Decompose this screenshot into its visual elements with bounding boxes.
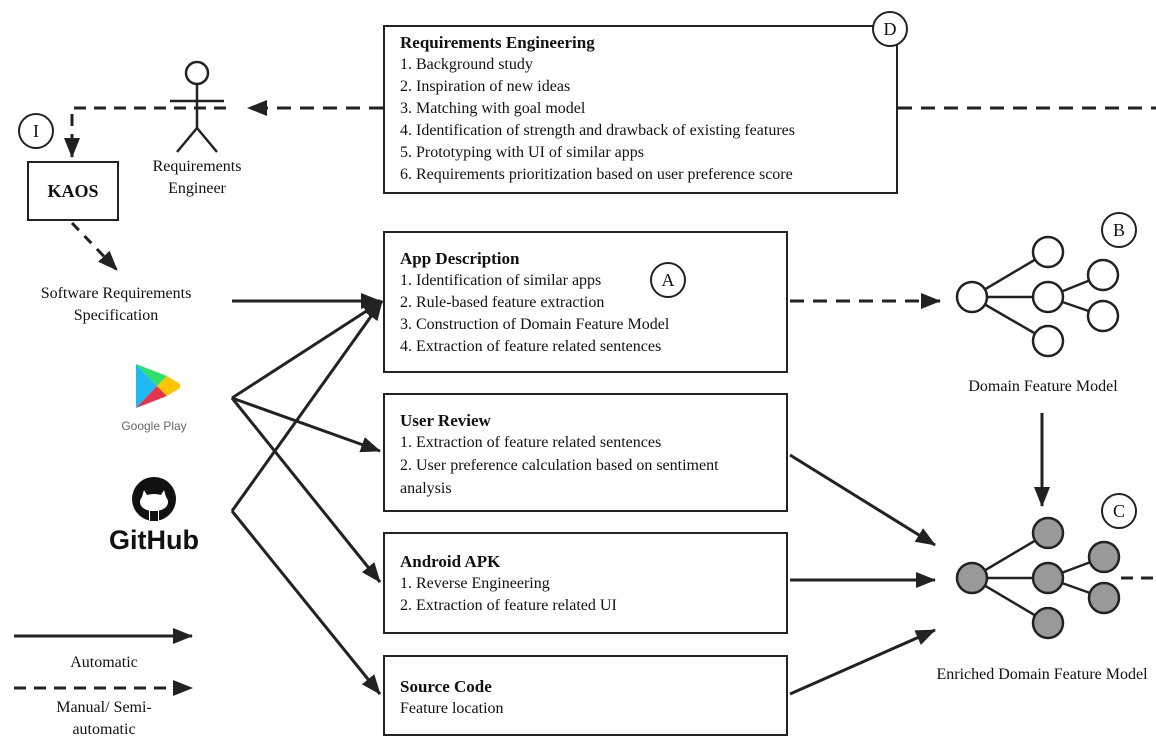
app-description-panel: App Description 1. Identification of sim… — [383, 231, 788, 373]
google-play-logo: Google Play — [112, 362, 208, 434]
arrow-play-to-user-review — [231, 396, 381, 453]
re-item-2: 2. Inspiration of new ideas — [400, 78, 571, 95]
apk-item-2: 2. Extraction of feature related UI — [400, 597, 617, 614]
kaos-box: KAOS — [27, 161, 119, 221]
ad-item-1: 1. Identification of similar apps — [400, 272, 602, 289]
source-code-title: Source Code — [400, 677, 492, 696]
re-item-5: 5. Prototyping with UI of similar apps — [400, 144, 644, 161]
requirements-engineer-actor-icon — [170, 60, 224, 153]
requirements-engineer-label: Requirements Engineer — [152, 158, 242, 197]
requirements-engineering-panel: Requirements Engineering 1. Background s… — [383, 25, 898, 194]
domain-feature-model-label: Domain Feature Model — [968, 378, 1118, 395]
requirements-engineering-title: Requirements Engineering — [400, 33, 595, 52]
re-item-4: 4. Identification of strength and drawba… — [400, 122, 795, 139]
arrow-github-to-app-description — [230, 300, 384, 512]
ad-item-3: 3. Construction of Domain Feature Model — [400, 316, 670, 333]
marker-b: B — [1101, 212, 1137, 248]
ur-item-2: 2. User preference calculation based on … — [400, 457, 719, 497]
re-item-6: 6. Requirements prioritization based on … — [400, 166, 793, 183]
sc-item-1: Feature location — [400, 700, 504, 717]
google-play-icon — [136, 364, 180, 408]
arrow-engineer-to-kaos — [64, 106, 226, 158]
enriched-domain-feature-model-tree — [955, 516, 1121, 640]
github-octocat-icon — [132, 477, 176, 521]
enriched-domain-feature-model-label: Enriched Domain Feature Model — [936, 666, 1148, 683]
arrow-user-review-to-enriched — [789, 453, 936, 547]
legend-automatic-label: Automatic — [70, 654, 138, 671]
github-wordmark: GitHub — [109, 525, 199, 555]
arrow-github-to-source-code — [230, 510, 382, 695]
re-item-3: 3. Matching with goal model — [400, 100, 586, 117]
arrow-source-code-to-enriched — [789, 628, 936, 696]
apk-item-1: 1. Reverse Engineering — [400, 575, 550, 592]
android-apk-panel: Android APK 1. Reverse Engineering 2. Ex… — [383, 532, 788, 634]
re-item-1: 1. Background study — [400, 56, 533, 73]
source-code-panel: Source Code Feature location — [383, 655, 788, 736]
github-logo: GitHub — [106, 476, 206, 556]
google-play-wordmark: Google Play — [121, 419, 187, 433]
domain-feature-model-tree — [955, 235, 1120, 358]
legend-manual-label: Manual/ Semi-automatic — [56, 699, 152, 738]
app-description-title: App Description — [400, 249, 520, 268]
android-apk-title: Android APK — [400, 552, 501, 571]
ad-item-2: 2. Rule-based feature extraction — [400, 294, 605, 311]
marker-i: I — [18, 113, 54, 149]
marker-d: D — [872, 11, 908, 47]
user-review-title: User Review — [400, 411, 491, 430]
user-review-panel: User Review 1. Extraction of feature rel… — [383, 393, 788, 512]
marker-a: A — [650, 262, 686, 298]
arrow-play-to-app-description — [231, 299, 383, 400]
arrow-kaos-to-srs — [70, 221, 119, 272]
ur-item-1: 1. Extraction of feature related sentenc… — [400, 434, 662, 451]
software-requirements-specification-label: Software Requirements Specification — [40, 285, 192, 324]
arrow-play-to-android-apk — [230, 397, 382, 583]
ad-item-4: 4. Extraction of feature related sentenc… — [400, 338, 662, 355]
marker-c: C — [1101, 493, 1137, 529]
